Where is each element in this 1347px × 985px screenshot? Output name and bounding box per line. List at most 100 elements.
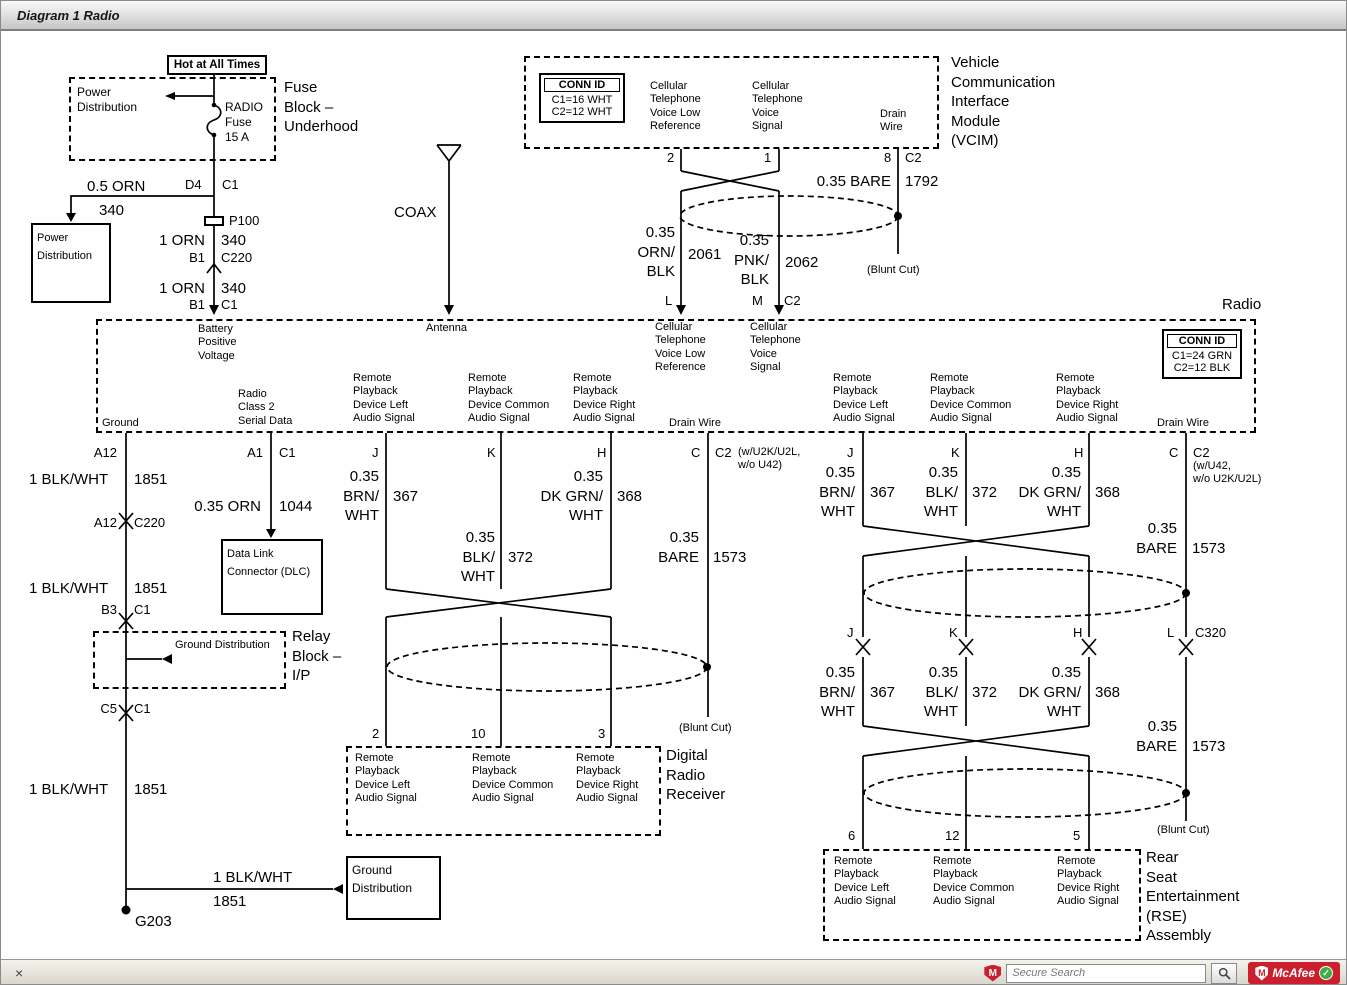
- mcafee-label: McAfee: [1272, 966, 1315, 980]
- vcim-title: Vehicle Communication Interface Module (…: [951, 54, 1056, 149]
- pin-c-rse: C: [1169, 445, 1179, 460]
- wire-label-bare-drr: 0.35 BARE: [658, 529, 699, 566]
- page-title: Diagram 1 Radio: [17, 7, 120, 23]
- drr-pin-2: 2: [372, 726, 380, 741]
- connector-c1-c5: C1: [134, 701, 151, 716]
- c320-pin-l: L: [1167, 625, 1175, 640]
- rse-title: Rear Seat Entertainment (RSE) Assembly: [1146, 849, 1240, 944]
- wire-label-blk-rse2: 0.35 BLK/ WHT: [923, 664, 958, 720]
- rse-pin-5: 5: [1073, 828, 1081, 843]
- radio-conn-id-box: CONN ID C1=24 GRN C2=12 BLK: [1162, 329, 1242, 379]
- mcafee-shield-icon: M: [984, 964, 1002, 982]
- radio-dashed-box: [96, 319, 1256, 433]
- mcafee-logo[interactable]: M McAfee ✓: [1248, 962, 1340, 984]
- rse-pin-12: 12: [945, 828, 960, 843]
- pin-h-drr: H: [597, 445, 607, 460]
- secure-search-input[interactable]: [1006, 963, 1207, 983]
- wire-label-035-orn: 0.35 ORN: [194, 498, 261, 515]
- wire-label-brn-rse2: 0.35 BRN/ WHT: [819, 664, 855, 720]
- c320-pin-j: J: [847, 625, 854, 640]
- fuse-power-distribution-label: Power Distribution: [77, 85, 138, 114]
- pin-a12: A12: [93, 445, 117, 460]
- mcafee-m-icon: M: [1255, 965, 1269, 981]
- rse-dashed-box: [823, 849, 1141, 941]
- circuit-367-drr: 367: [393, 488, 419, 505]
- dlc-box: Data Link Connector (DLC): [221, 539, 323, 615]
- vcim-lines: [676, 149, 902, 315]
- close-findbar-button[interactable]: ×: [15, 965, 24, 981]
- fuse-circuit-lines: [66, 73, 224, 315]
- radio-rp-left-label-b: Remote Playback Device Left Audio Signal: [833, 372, 895, 425]
- drr-pin-10: 10: [471, 726, 486, 741]
- rse-rp-left-label: Remote Playback Device Left Audio Signal: [834, 855, 896, 908]
- c320-pin-k: K: [949, 625, 958, 640]
- magnifier-icon: [1218, 967, 1231, 980]
- connector-c1: C1: [222, 177, 239, 192]
- blunt-cut-top-label: (Blunt Cut): [867, 264, 920, 276]
- radio-rp-right-label-a: Remote Playback Device Right Audio Signa…: [573, 372, 636, 425]
- check-icon: ✓: [1319, 966, 1333, 980]
- wire-label-blk-rse1: 0.35 BLK/ WHT: [923, 464, 958, 520]
- pin-j-rse: J: [847, 445, 854, 460]
- pin-j-drr: J: [372, 445, 379, 460]
- vcim-conn-c1: C1=16 WHT: [551, 94, 613, 106]
- rse-pin-6: 6: [848, 828, 856, 843]
- blunt-cut-rse-label: (Blunt Cut): [1157, 824, 1210, 836]
- status-bar: × M M McAfee ✓: [1, 959, 1346, 984]
- circuit-340-b: 340: [221, 232, 247, 249]
- ground-distribution-dashed-label: Ground Distribution: [175, 639, 270, 651]
- connector-c1-relay: C1: [134, 602, 151, 617]
- pin-c5: C5: [100, 701, 117, 716]
- circuit-1044: 1044: [279, 498, 313, 515]
- radio-drain-label-a: Drain Wire: [669, 417, 721, 429]
- connector-c220-b: C220: [134, 515, 166, 530]
- power-distribution-box-label: Power Distribution: [37, 232, 93, 262]
- wire-label-1-orn-a: 1 ORN: [159, 232, 205, 249]
- fuse-block-dashed-box: [69, 77, 276, 161]
- circuit-1851-d: 1851: [213, 893, 247, 910]
- circuit-1573-rse2: 1573: [1192, 738, 1226, 755]
- circuit-372-rse1: 372: [972, 484, 998, 501]
- drr-rp-left-label: Remote Playback Device Left Audio Signal: [355, 752, 417, 805]
- radio-conn-c2: C2=12 BLK: [1173, 362, 1231, 374]
- vcim-conn-id-header: CONN ID: [544, 78, 620, 92]
- vcim-voice-signal-label: Cellular Telephone Voice Signal: [752, 80, 803, 133]
- wire-label-blkwht-d: 1 BLK/WHT: [213, 869, 293, 886]
- ground-circuit-lines: [118, 433, 343, 915]
- c320-pin-h: H: [1073, 625, 1083, 640]
- ground-distribution-box: Ground Distribution: [346, 856, 441, 920]
- circuit-1851-a: 1851: [134, 471, 168, 488]
- radio-voice-low-label: Cellular Telephone Voice Low Reference: [655, 321, 706, 374]
- pin-k-drr: K: [487, 445, 496, 460]
- circuit-367-rse2: 367: [870, 684, 896, 701]
- circuit-340-c: 340: [221, 280, 247, 297]
- drr-dashed-box: [346, 746, 661, 836]
- vcim-voice-low-label: Cellular Telephone Voice Low Reference: [650, 80, 701, 133]
- dlc-box-label: Data Link Connector (DLC): [227, 548, 311, 578]
- radio-conn-id-header: CONN ID: [1167, 334, 1237, 348]
- wire-label-pnk-blk: 0.35 PNK/ BLK: [733, 232, 769, 288]
- vcim-drain-wire-label: Drain Wire: [880, 108, 907, 134]
- pin-h-rse: H: [1074, 445, 1084, 460]
- circuit-372-drr: 372: [508, 549, 534, 566]
- secure-search-group: M M McAfee ✓: [984, 962, 1340, 984]
- radio-ground-label: Ground: [102, 417, 139, 429]
- radio-rp-left-label-a: Remote Playback Device Left Audio Signal: [353, 372, 415, 425]
- wire-label-blkwht-b: 1 BLK/WHT: [29, 580, 109, 597]
- diagram-title-bar: Diagram 1 Radio: [1, 1, 1346, 31]
- wire-label-grn-drr: 0.35 DK GRN/ WHT: [540, 468, 603, 524]
- radio-connector-c2-top: C2: [784, 293, 801, 308]
- radio-antenna-label: Antenna: [426, 322, 467, 334]
- wire-label-bare-rse2: 0.35 BARE: [1136, 718, 1177, 755]
- vcim-connector-c2: C2: [905, 150, 922, 165]
- radio-voice-signal-label: Cellular Telephone Voice Signal: [750, 321, 801, 374]
- circuit-2062: 2062: [785, 254, 819, 271]
- pin-b1-a: B1: [189, 250, 205, 265]
- circuit-2061: 2061: [688, 246, 722, 263]
- drr-pin-3: 3: [598, 726, 606, 741]
- rse-lines: [855, 433, 1194, 849]
- circuit-1851-c: 1851: [134, 781, 168, 798]
- pin-c-drr: C: [691, 445, 701, 460]
- search-button[interactable]: [1211, 962, 1238, 984]
- pin-b1-b: B1: [189, 297, 205, 312]
